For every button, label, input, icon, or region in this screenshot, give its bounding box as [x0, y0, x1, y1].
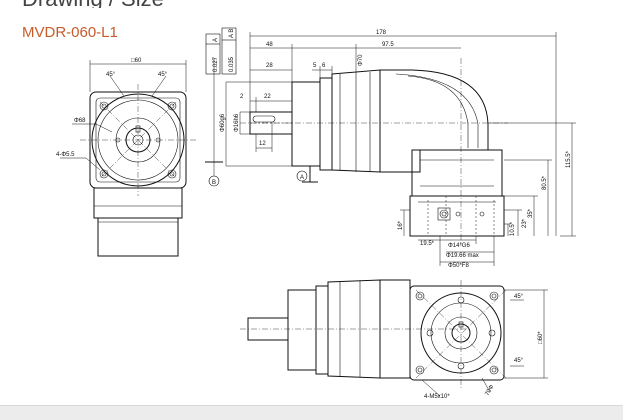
dim-phi68: Φ68 — [74, 118, 86, 124]
bottom-view — [240, 279, 548, 397]
dim-48: 48 — [266, 42, 273, 48]
angle-45-left: 45° — [106, 72, 116, 78]
dim-2: 2 — [240, 94, 244, 100]
dim-28: 28 — [266, 63, 273, 69]
dim-4-phi5-5: 4-Φ5.5 — [56, 152, 75, 158]
datum-b: B — [212, 180, 216, 186]
angle-45-bottom: 45° — [514, 358, 524, 364]
dim-phi14g6: Φ14*G6 — [448, 243, 470, 249]
dim-square60: □60 — [131, 58, 142, 64]
dim-23: 23* — [522, 218, 528, 228]
technical-drawing: 178 97.5 48 28 5 6 2 22 12 Φ70 Φ60g6 Φ16… — [56, 27, 576, 400]
dim-22: 22 — [264, 94, 271, 100]
dim-phi19-66: Φ19.66 max — [446, 253, 479, 259]
corner-bolt — [167, 169, 177, 179]
dim-phi60g6: Φ60g6 — [220, 113, 226, 132]
corner-bolt — [99, 101, 109, 111]
dim-35: 35* — [528, 208, 534, 218]
dim-phi50f8: Φ50*F8 — [448, 263, 469, 269]
front-view — [60, 60, 196, 257]
datum-a: A — [300, 175, 304, 181]
dim-12: 12 — [259, 141, 266, 147]
footer-bar — [0, 405, 623, 420]
dimension-labels: 178 97.5 48 28 5 6 2 22 12 Φ70 Φ60g6 Φ16… — [56, 29, 572, 400]
dim-80-5: 80.5* — [542, 175, 548, 190]
side-view — [205, 27, 576, 266]
corner-bolt — [167, 101, 177, 111]
flange-bolt — [489, 365, 499, 375]
gtol-value-2: 0.035 — [229, 56, 235, 72]
dim-5: 5 — [313, 63, 317, 69]
flange-bolt — [489, 291, 499, 301]
angle-45-right: 45° — [158, 72, 168, 78]
gtol-ref-2: A B — [229, 29, 235, 38]
dim-178: 178 — [376, 30, 387, 36]
dim-19-5: 19.5* — [420, 241, 435, 247]
gtol-ref-1: A — [213, 38, 219, 42]
dim-16: 16* — [398, 220, 404, 230]
angle-45-top: 45° — [514, 294, 524, 300]
flange-bolt — [415, 365, 425, 375]
dim-10-5: 10.5* — [510, 221, 516, 236]
dim-70-phi: 70Φ — [485, 384, 496, 397]
model-title: MVDR-060-L1 — [22, 24, 118, 41]
section-title: Drawing / Size — [22, 0, 164, 8]
dim-phi70: Φ70 — [358, 54, 364, 66]
dim-97-5: 97.5 — [382, 42, 394, 48]
dim-square60-bottom: □60* — [538, 331, 544, 344]
corner-bolt — [99, 169, 109, 179]
section-header: Drawing / Size — [0, 0, 623, 8]
dim-6: 6 — [322, 63, 326, 69]
gtol-value-1: 0.027 — [213, 56, 219, 72]
dim-4-m5x10: 4-M5x10* — [424, 394, 450, 400]
dim-115-5: 115.5* — [566, 150, 572, 168]
dim-phi16h6: Φ16h6 — [234, 113, 240, 132]
flange-bolt — [415, 291, 425, 301]
